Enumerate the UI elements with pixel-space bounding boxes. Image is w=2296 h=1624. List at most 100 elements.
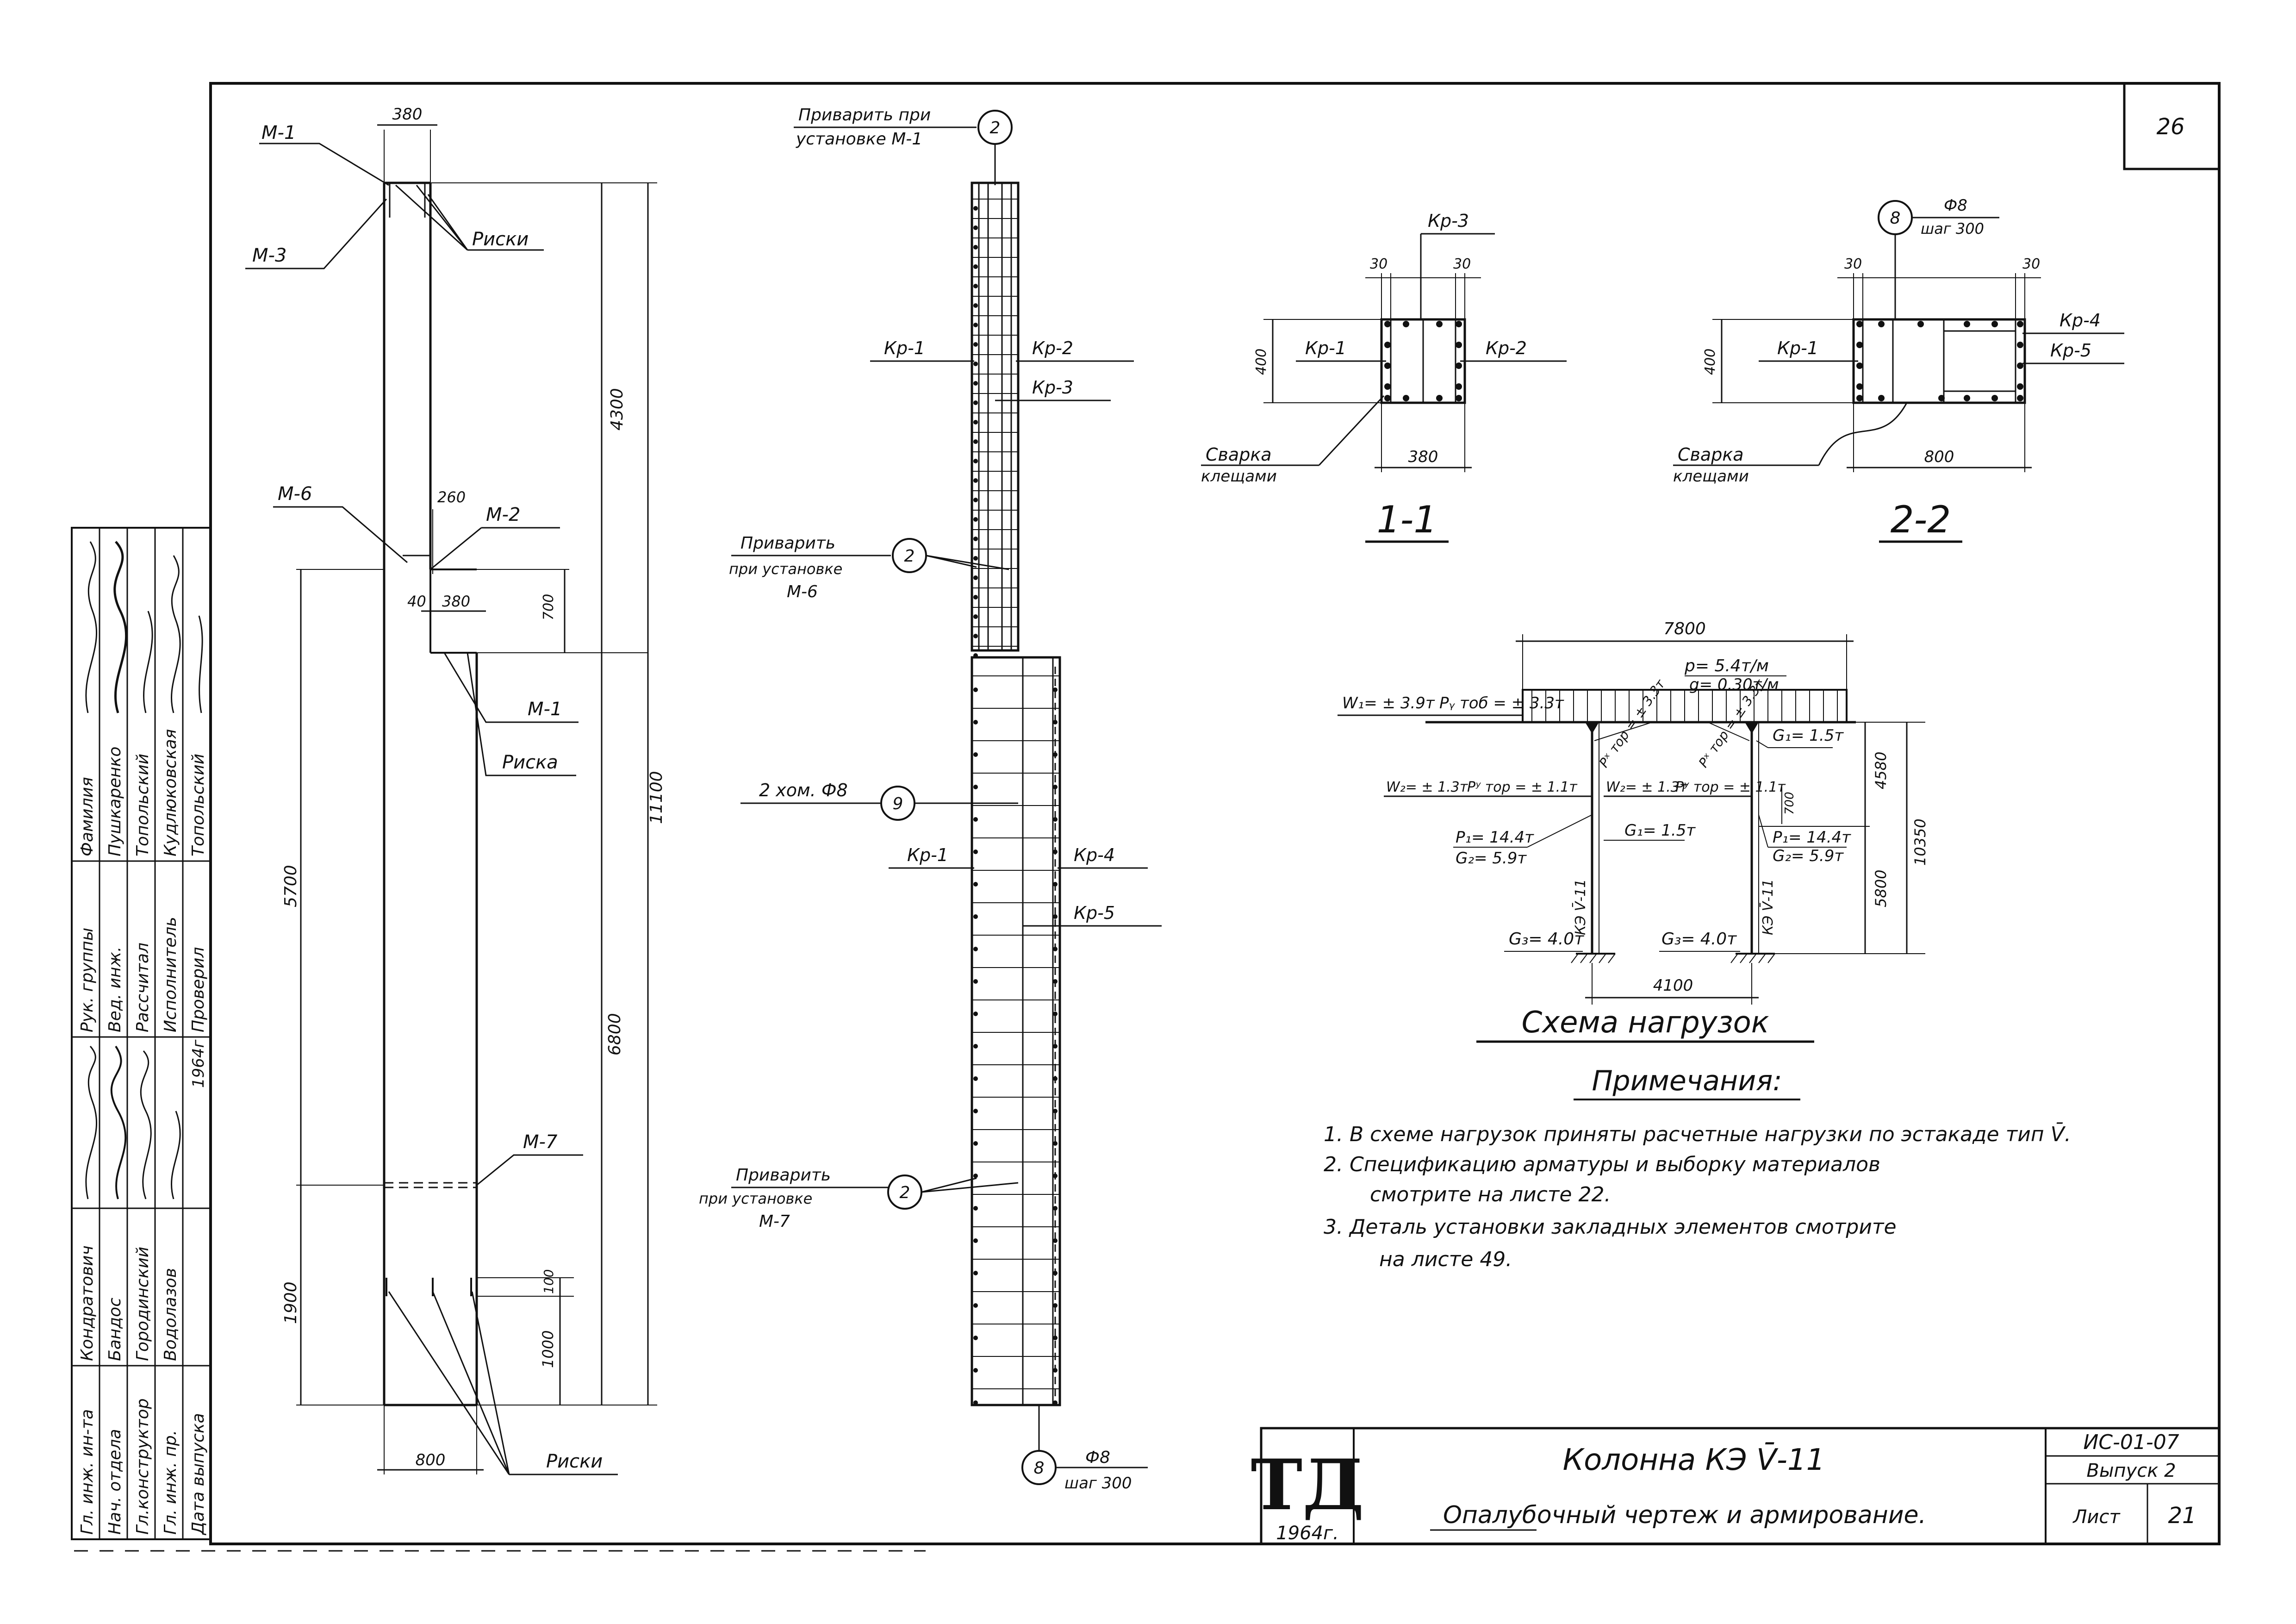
marker-mid: 2 xyxy=(904,547,915,566)
bar-dot xyxy=(973,575,978,580)
label-m6: М-6 xyxy=(278,483,312,505)
bar-dot xyxy=(973,517,978,522)
bar-dot xyxy=(973,1174,978,1178)
sig-role-0: Гл. инж. ин-та xyxy=(78,1409,97,1535)
dim-260: 260 xyxy=(437,488,466,506)
ls-label-py-left: Pʸ тор = ± 1.1т xyxy=(1467,779,1578,795)
bar-dot xyxy=(973,1044,978,1049)
sig-role-2: Гл.конструктор xyxy=(133,1399,152,1535)
title-block: ТД 1964г. Колонна КЭ V̄-11 Опалубочный ч… xyxy=(1251,1427,2221,1545)
bar-dot xyxy=(973,459,978,463)
label-kr1-bottom: Кр-1 xyxy=(907,845,948,865)
issue-number: Выпуск 2 xyxy=(2086,1460,2176,1481)
bar-dot xyxy=(973,785,978,789)
bar-dot xyxy=(973,478,978,483)
notes-title: Примечания: xyxy=(1592,1065,1782,1097)
bar-dot xyxy=(973,264,978,269)
s1-title: 1-1 xyxy=(1377,498,1437,541)
sig-name2-4: Топольский xyxy=(189,754,208,856)
bar-dot xyxy=(973,720,978,725)
sig-name2-3: Кудлюковская xyxy=(161,729,180,856)
bar-dot xyxy=(1053,1076,1058,1081)
ls-dim-700: 700 xyxy=(1783,792,1797,815)
lower-stirrups xyxy=(972,675,1060,1405)
ls-label-g: g= 0.30т/м xyxy=(1689,675,1779,694)
label-kr5: Кр-5 xyxy=(1074,903,1115,923)
label-kr2: Кр-2 xyxy=(1032,338,1073,358)
bar-dot xyxy=(973,362,978,366)
bar-dot xyxy=(1053,1141,1058,1146)
bar-dot xyxy=(973,381,978,386)
section-1-1: Кр-3 30 30 400 Кр-1 Кр-2 380 Сварка клещ… xyxy=(1201,211,1567,543)
logo-year: 1964г. xyxy=(1276,1523,1339,1544)
label-riski-top: Риски xyxy=(472,229,529,250)
distributed-load-hatch xyxy=(1531,690,1838,722)
bar-dot xyxy=(973,537,978,541)
label-riski-bottom: Риски xyxy=(546,1451,603,1472)
s2-bar-step: шаг 300 xyxy=(1921,220,1984,237)
bar-dot xyxy=(1053,1109,1058,1113)
sig-role2-3: Исполнитель xyxy=(161,917,180,1032)
support-hatch xyxy=(1571,953,1775,963)
sig-role-4: Дата выпуска xyxy=(189,1413,208,1536)
bar-dot xyxy=(973,1012,978,1016)
section-2-2-bars xyxy=(1856,321,2023,401)
ls-label-w2-left: W₂= ± 1.3т xyxy=(1386,779,1468,795)
bar-dot xyxy=(973,687,978,692)
s1-dim-400: 400 xyxy=(1253,349,1269,375)
bar-dot xyxy=(1053,1206,1058,1211)
load-scheme-title: Схема нагрузок xyxy=(1522,1006,1769,1040)
sig-name-3: Водолазов xyxy=(161,1268,180,1361)
s1-label-kr3: Кр-3 xyxy=(1428,211,1469,231)
ls-label-g1-right: G₁= 1.5т xyxy=(1773,726,1844,745)
bar-dot xyxy=(1053,947,1058,951)
weld-note-mid-line2: при установке xyxy=(729,560,842,578)
ls-label-p-tor: Pᵧ тоб = ± 3.3т xyxy=(1439,694,1564,712)
s2-label-kr5: Кр-5 xyxy=(2050,340,2091,361)
bar-dot xyxy=(973,400,978,405)
ls-col-right: КЭ V̄-11 xyxy=(1760,879,1776,935)
ls-dim-7800: 7800 xyxy=(1663,619,1706,638)
ls-label-p1-right: P₁= 14.4т xyxy=(1773,828,1851,847)
dim-6800: 6800 xyxy=(605,1013,624,1056)
sheet-number: 21 xyxy=(2168,1503,2196,1529)
sheet-label: Лист xyxy=(2072,1506,2121,1528)
bar-dot xyxy=(973,1141,978,1146)
clamps-note: 2 хом. Ф8 xyxy=(759,780,848,800)
ls-col-left: КЭ V̄-11 xyxy=(1572,879,1589,935)
weld-note-bot-line1: Приварить xyxy=(736,1166,831,1185)
s2-dim-800: 800 xyxy=(1924,448,1954,466)
notes: Примечания: 1. В схеме нагрузок приняты … xyxy=(1324,1065,2071,1271)
bar-dot xyxy=(973,1206,978,1211)
bar-dot xyxy=(973,817,978,822)
column-elevation: 380 М-1 М-3 Риски М-6 260 М-2 40 380 700… xyxy=(245,105,666,1475)
s1-label-kr2: Кр-2 xyxy=(1486,338,1527,358)
note-3-cont: на листе 49. xyxy=(1379,1248,1512,1271)
bar-dot xyxy=(973,752,978,757)
signature-block: Гл. инж. ин-та Нач. отдела Гл.конструкто… xyxy=(71,527,212,1540)
label-kr4: Кр-4 xyxy=(1074,845,1115,865)
ls-dim-4580: 4580 xyxy=(1872,752,1890,789)
bar-dot xyxy=(1053,785,1058,789)
s2-dim-400: 400 xyxy=(1702,349,1718,375)
sig-role2-1: Вед. инж. xyxy=(106,947,124,1032)
bar-dot xyxy=(973,1238,978,1243)
sig-role2-4: Проверил xyxy=(189,947,208,1032)
s2-dim-30a: 30 xyxy=(1844,256,1862,272)
load-scheme: 7800 p= 5.4т/м g= 0.30т/м 4100 4580 5800 xyxy=(1338,619,1929,1043)
bar-dot xyxy=(973,947,978,951)
bar-dot xyxy=(973,634,978,638)
doc-code: ИС-01-07 xyxy=(2083,1430,2179,1454)
s1-weld-line1: Сварка xyxy=(1206,444,1272,465)
sheet-corner-number: 26 xyxy=(2156,114,2184,140)
label-m1-mid: М-1 xyxy=(528,699,562,720)
label-m1-top: М-1 xyxy=(261,122,296,144)
bar-dot xyxy=(973,303,978,308)
upper-stirrups xyxy=(972,199,1018,658)
sig-role2-0: Рук. группы xyxy=(78,928,97,1032)
label-m3: М-3 xyxy=(252,245,286,266)
ls-dim-10350: 10350 xyxy=(1911,818,1929,866)
note-2: 2. Спецификацию арматуры и выборку матер… xyxy=(1324,1153,1880,1176)
sig-name2-1: Пушкаренко xyxy=(106,747,124,856)
